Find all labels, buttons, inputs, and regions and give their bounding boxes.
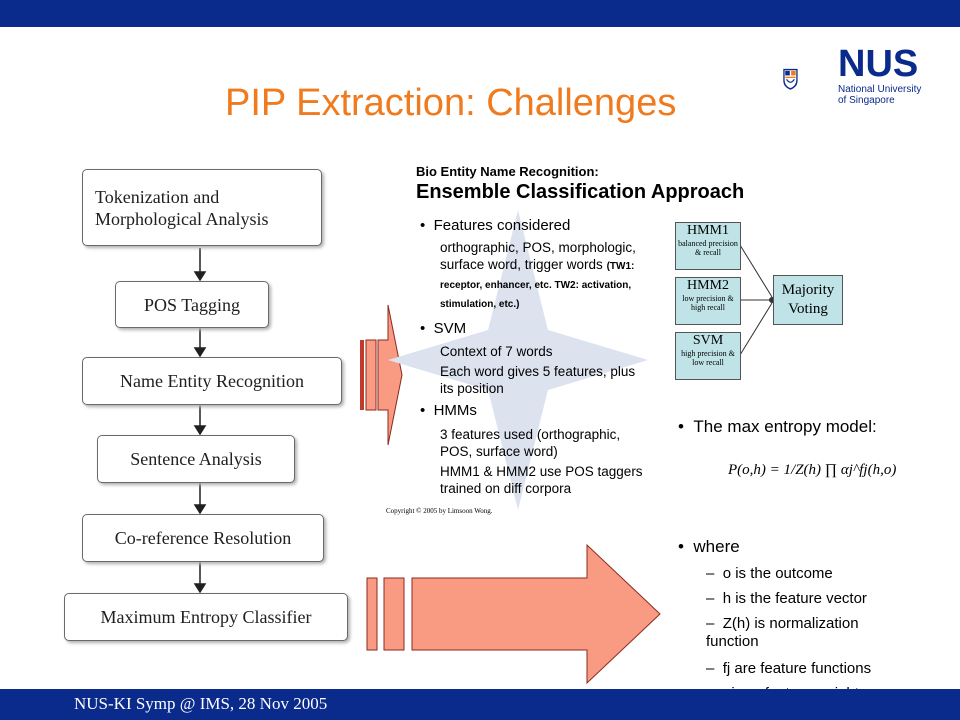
model-box-svm: SVM high precision & low recall	[675, 332, 741, 380]
right-bullet-max-entropy: • The max entropy model:	[678, 417, 877, 436]
logo-subtitle: National University of Singapore	[838, 84, 922, 106]
right-sub-feature-functions: – fj are feature functions	[706, 660, 872, 677]
flow-step-pos-tagging: POS Tagging	[115, 281, 269, 328]
model-box-hmm1: HMM1 balanced precision & recall	[675, 222, 741, 270]
right-bullet-where: • where	[678, 537, 740, 556]
right-sub-feature-vector: – h is the feature vector	[706, 590, 867, 607]
panel-bullet-svm: • SVM	[420, 320, 467, 337]
right-sub-outcome: – o is the outcome	[706, 565, 833, 582]
bottom-bar	[0, 689, 960, 720]
ner-panel: Bio Entity Name Recognition: Ensemble Cl…	[378, 150, 744, 528]
panel-sub-hmm-2: HMM1 & HMM2 use POS taggers trained on d…	[440, 464, 643, 496]
panel-bullet-hmms: • HMMs	[420, 402, 477, 419]
panel-heading-large: Ensemble Classification Approach	[416, 181, 745, 203]
panel-sub-svm-2: Each word gives 5 features, plus its pos…	[440, 364, 636, 396]
panel-copyright: Copyright © 2005 by Limsoon Wong.	[386, 507, 493, 515]
flow-step-sentence-analysis: Sentence Analysis	[97, 435, 295, 483]
flow-step-ner: Name Entity Recognition	[82, 357, 342, 405]
panel-bullet-features: • Features considered	[420, 217, 571, 234]
majority-voting-box: Majority Voting	[773, 275, 843, 325]
panel-sub-features: orthographic, POS, morphologic, surface …	[440, 240, 636, 310]
arrow-to-max-entropy-panel	[366, 543, 661, 685]
slide-title: PIP Extraction: Challenges	[225, 82, 677, 124]
flow-step-tokenization: Tokenization and Morphological Analysis	[82, 169, 322, 246]
logo-wordmark: NUS	[838, 43, 919, 85]
watermark-star-icon	[388, 210, 648, 510]
arrow-to-ner-panel	[360, 304, 403, 446]
top-bar	[0, 0, 960, 27]
panel-heading-small: Bio Entity Name Recognition:	[416, 164, 599, 179]
flow-step-coreference: Co-reference Resolution	[82, 514, 324, 562]
nus-crest-icon	[783, 68, 798, 90]
footer-text: NUS-KI Symp @ IMS, 28 Nov 2005	[74, 694, 328, 713]
panel-sub-hmm-1: 3 features used (orthographic, POS, surf…	[440, 427, 621, 459]
right-sub-normalization: – Z(h) is normalization function	[706, 615, 859, 650]
flow-step-max-entropy: Maximum Entropy Classifier	[64, 593, 348, 641]
max-entropy-formula: P(o,h) = 1/Z(h) ∏ αj^fj(h,o)	[728, 462, 897, 478]
panel-sub-svm-1: Context of 7 words	[440, 344, 553, 359]
right-definitions-panel	[664, 530, 936, 712]
model-box-hmm2: HMM2 low precision & high recall	[675, 277, 741, 325]
